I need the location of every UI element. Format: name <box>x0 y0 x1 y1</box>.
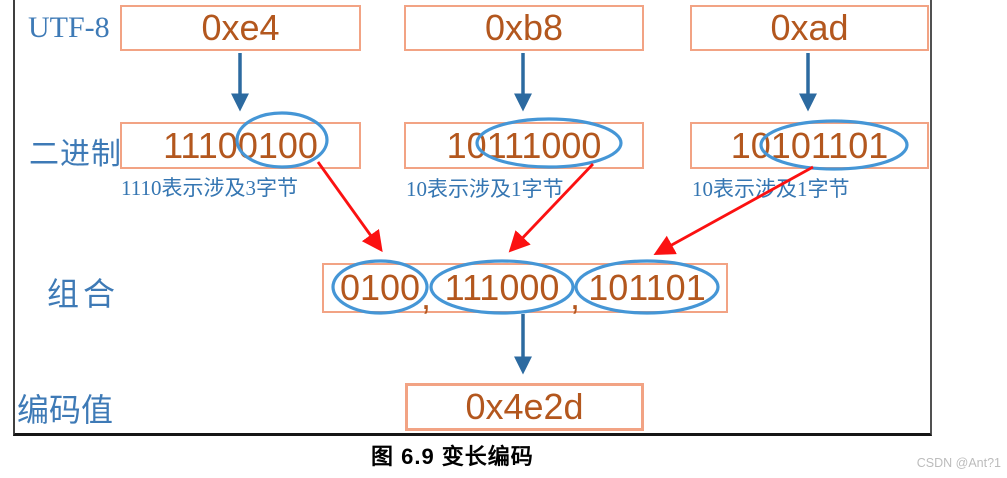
row-label-encoded: 编码值 <box>17 392 114 428</box>
combine-part-1: 0100 <box>339 267 421 308</box>
hex-byte-box-3: 0xad <box>690 5 929 51</box>
combine-part-3: 101101 <box>588 267 706 308</box>
combine-separator-1: , <box>420 276 432 317</box>
row-label-combine: 组合 <box>47 276 120 312</box>
row-label-binary: 二进制 <box>29 138 122 171</box>
hex-byte-box-2: 0xb8 <box>404 5 644 51</box>
binary-annotation-2: 10表示涉及1字节 <box>406 177 564 201</box>
binary-box-2: 10111000 <box>404 122 644 169</box>
binary-annotation-3: 10表示涉及1字节 <box>692 177 850 201</box>
watermark-text: CSDN @Ant?1 <box>916 456 1001 470</box>
binary-box-3: 10101101 <box>690 122 929 169</box>
hex-byte-box-1: 0xe4 <box>120 5 361 51</box>
combine-separator-2: , <box>569 276 581 317</box>
row-label-utf8: UTF-8 <box>28 11 110 44</box>
diagram-frame <box>13 0 932 436</box>
combine-part-2: 111000 <box>444 267 560 308</box>
binary-annotation-1: 1110表示涉及3字节 <box>121 176 298 200</box>
figure-caption: 图 6.9 变长编码 <box>371 444 534 469</box>
binary-box-1: 11100100 <box>120 122 361 169</box>
encoded-value-box: 0x4e2d <box>405 383 644 431</box>
